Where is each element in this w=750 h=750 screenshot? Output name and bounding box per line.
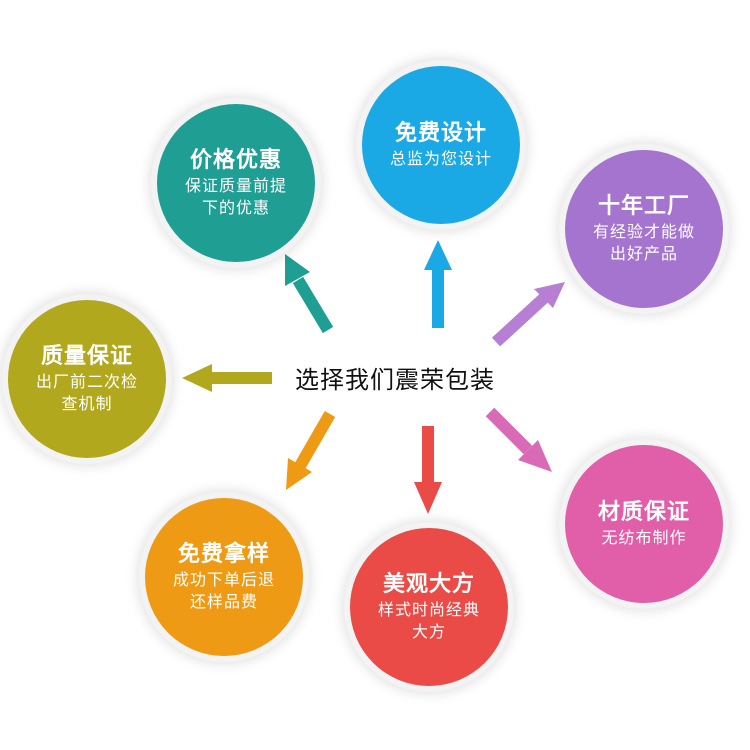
bubble-subtitle: 有经验才能做出好产品 bbox=[592, 222, 695, 263]
arrow-to-price-discount bbox=[285, 254, 334, 334]
bubble-material-assurance: 材质保证 无纺布制作 bbox=[565, 445, 723, 603]
bubble-price-discount: 价格优惠 保证质量前提下的优惠 bbox=[157, 104, 315, 262]
bubble-subtitle: 总监为您设计 bbox=[389, 149, 492, 168]
bubble-title: 十年工厂 bbox=[597, 194, 690, 219]
bubble-subtitle: 无纺布制作 bbox=[601, 528, 687, 547]
bubble-title: 免费拿样 bbox=[177, 542, 270, 567]
bubble-free-design: 免费设计 总监为您设计 bbox=[362, 66, 520, 224]
bubble-title: 价格优惠 bbox=[189, 148, 282, 173]
bubble-elegant-style: 美观大方 样式时尚经典大方 bbox=[350, 528, 508, 686]
bubble-title: 免费设计 bbox=[394, 121, 487, 146]
bubble-subtitle: 保证质量前提下的优惠 bbox=[184, 176, 287, 217]
arrow-to-quality-assurance bbox=[182, 364, 272, 392]
bubble-free-sample: 免费拿样 成功下单后退还样品费 bbox=[145, 498, 303, 656]
arrow-to-material-assurance bbox=[485, 407, 552, 472]
arrow-to-elegant-style bbox=[414, 426, 442, 514]
arrow-to-free-sample bbox=[286, 411, 336, 490]
bubble-title: 质量保证 bbox=[40, 344, 133, 369]
bubble-subtitle: 成功下单后退还样品费 bbox=[172, 570, 275, 611]
bubble-title: 美观大方 bbox=[382, 572, 475, 597]
bubble-ten-year-factory: 十年工厂 有经验才能做出好产品 bbox=[565, 150, 723, 308]
arrow-to-ten-year-factory bbox=[491, 282, 565, 347]
bubble-quality-assurance: 质量保证 出厂前二次检查机制 bbox=[8, 300, 166, 458]
arrow-to-free-design bbox=[424, 240, 452, 328]
bubble-subtitle: 样式时尚经典大方 bbox=[377, 600, 480, 641]
center-label: 选择我们震荣包装 bbox=[295, 366, 495, 394]
bubble-title: 材质保证 bbox=[597, 500, 690, 525]
bubble-subtitle: 出厂前二次检查机制 bbox=[35, 372, 138, 413]
